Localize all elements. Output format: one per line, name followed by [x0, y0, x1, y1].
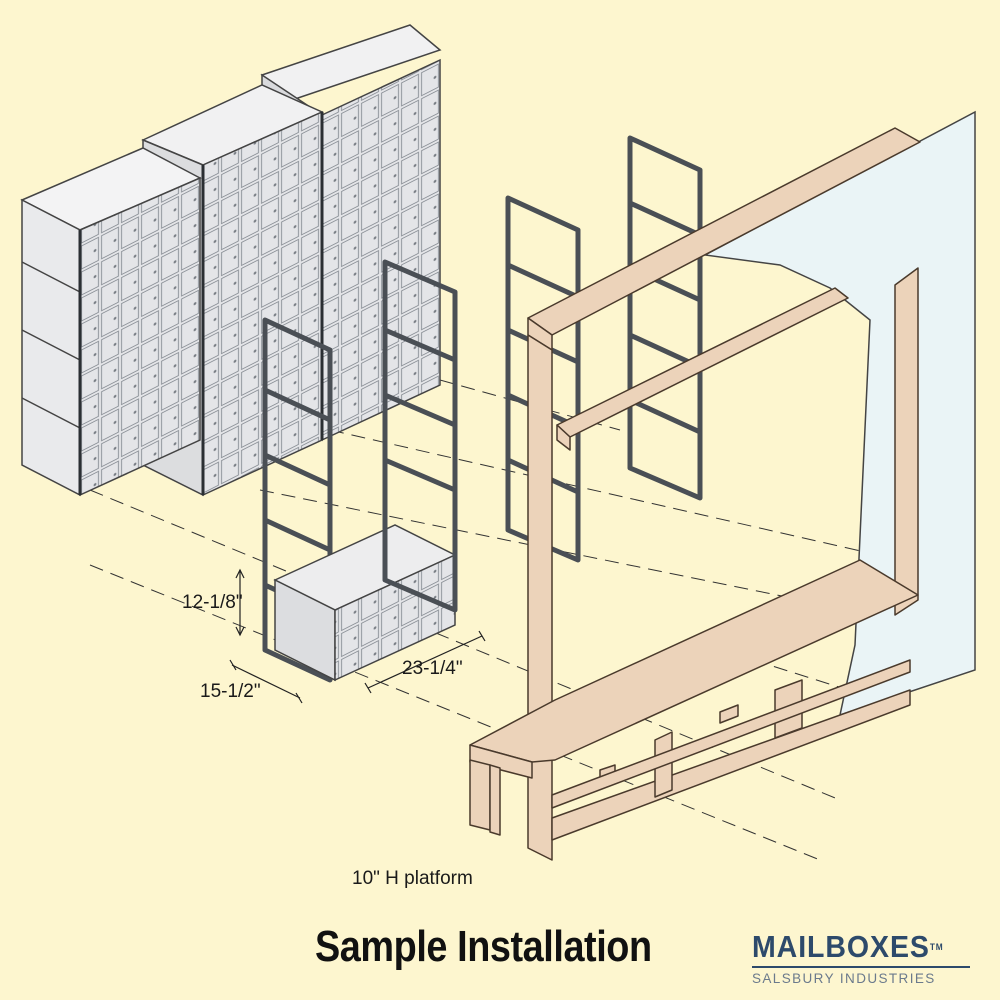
logo-wordmark: MAILBOXESTM [752, 931, 968, 963]
wood-framing [469, 127, 921, 861]
dimension-labels: 12-1/8" 15-1/2" 23-1/4" 10" H platform [182, 592, 473, 889]
logo-name: MAILBOXES [752, 929, 930, 964]
dimension-height: 12-1/8" [182, 592, 243, 613]
trim-frame-right [382, 259, 458, 613]
trim-ladder-2 [627, 135, 703, 501]
brand-logo: MAILBOXESTM SALSBURY INDUSTRIES [752, 931, 987, 986]
dimension-depth: 15-1/2" [200, 681, 261, 702]
logo-trademark: TM [929, 942, 944, 952]
dimension-markers [229, 568, 486, 704]
logo-tagline: SALSBURY INDUSTRIES [752, 971, 936, 986]
logo-rule [752, 966, 970, 968]
cabinet-bank [20, 24, 442, 497]
cabinet-unit [273, 524, 457, 682]
dimension-width: 23-1/4" [402, 658, 463, 679]
caption: Sample Installation [315, 922, 652, 971]
platform-label: 10" H platform [352, 868, 473, 889]
